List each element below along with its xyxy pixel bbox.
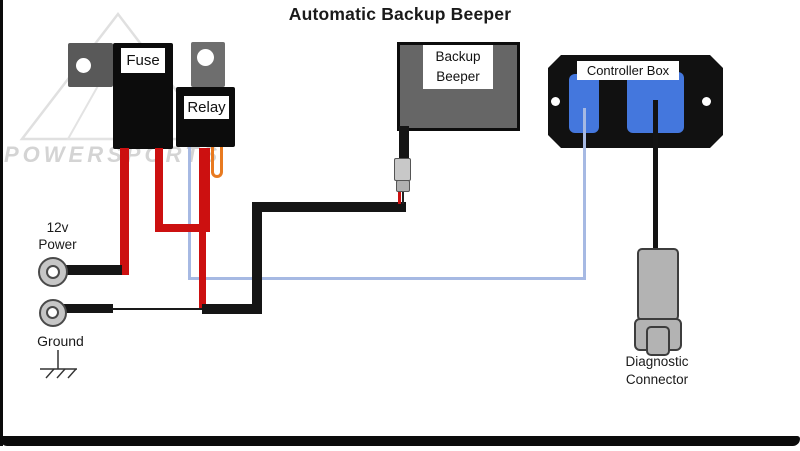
ground-label: Ground: [37, 333, 84, 349]
wire-blue-controller-rise: [583, 108, 586, 280]
beeper-lead-red: [398, 190, 401, 204]
diagnostic-connector-body: [637, 248, 679, 321]
backup-beeper-label-line1: Backup: [435, 49, 481, 64]
relay-mount-hole-icon: [197, 49, 214, 66]
diagnostic-label-line1: Diagnostic: [625, 354, 689, 369]
power-ring-hole-icon: [46, 265, 60, 279]
ground-ring-hole-icon: [46, 306, 59, 319]
beeper-pigtail: [399, 126, 409, 160]
fuse-mount-hole-icon: [76, 58, 91, 73]
wire-red-u-bottom: [155, 224, 210, 232]
controller-box-label: Controller Box: [577, 61, 679, 80]
cable-black-lower-run: [202, 304, 262, 314]
relay-label-text: Relay: [187, 99, 226, 116]
wire-blue-relay-drop: [188, 147, 191, 280]
wire-red-fuse-out-leg: [155, 148, 163, 232]
fuse-label: Fuse: [121, 48, 165, 73]
backup-beeper-label-line2: Beeper: [436, 69, 480, 84]
diagnostic-connector-label: Diagnostic Connector: [602, 353, 712, 389]
beeper-lead-black: [401, 190, 404, 204]
diagnostic-connector-tab: [646, 326, 670, 356]
relay-label: Relay: [184, 96, 229, 119]
backup-beeper-label: Backup Beeper: [423, 45, 493, 89]
power-label-line1: 12v: [46, 220, 69, 235]
page-title: Automatic Backup Beeper: [288, 4, 512, 24]
photo-frame-bottom-edge: [0, 436, 800, 446]
wire-ground-thin-link: [112, 308, 204, 310]
ground-pigtail-wire: [63, 304, 113, 313]
ground-symbol-icon: [40, 350, 77, 379]
diagnostic-wire: [653, 100, 658, 252]
beeper-connector-lower: [396, 180, 410, 192]
wire-red-relay-to-cable: [199, 148, 206, 310]
fuse-label-text: Fuse: [126, 52, 160, 69]
power-label: 12v Power: [25, 219, 90, 253]
power-pigtail-wire: [62, 265, 122, 275]
wire-blue-horizontal: [188, 277, 585, 280]
wire-red-fuse-to-power: [120, 148, 129, 275]
photo-frame-left-edge: [0, 0, 3, 446]
controller-mount-hole-right-icon: [702, 97, 711, 106]
controller-mount-hole-left-icon: [551, 97, 560, 106]
power-label-line2: Power: [38, 237, 77, 252]
controller-box-label-text: Controller Box: [586, 63, 670, 78]
wire-orange-jumper-loop: [211, 147, 223, 178]
diagnostic-label-line2: Connector: [625, 372, 689, 387]
cable-black-riser: [252, 202, 262, 314]
cable-black-upper-run: [252, 202, 406, 212]
beeper-connector-upper: [394, 158, 411, 181]
